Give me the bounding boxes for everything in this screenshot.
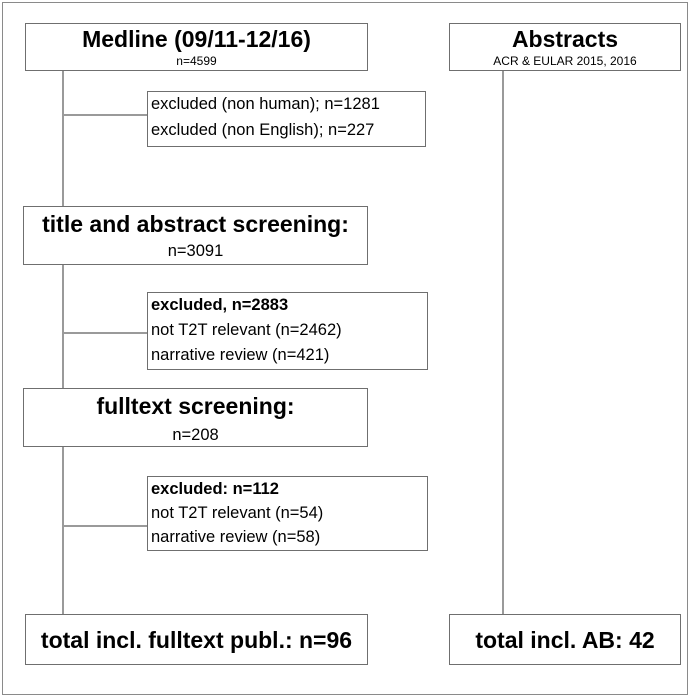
exclusion-2-line-1: not T2T relevant (n=2462)	[151, 321, 342, 339]
exclusion-3-line-2: narrative review (n=58)	[151, 528, 321, 546]
fulltext-title: fulltext screening:	[96, 393, 295, 419]
total-fulltext-label: total incl. fulltext publ.: n=96	[40, 627, 353, 653]
title-abstract-title: title and abstract screening:	[42, 211, 349, 237]
exclusion-box-1: excluded (non human); n=1281 excluded (n…	[147, 91, 426, 147]
connector-branch-3	[62, 525, 148, 527]
medline-title: Medline (09/11-12/16)	[82, 26, 311, 52]
connector-branch-1	[62, 114, 148, 116]
abstracts-title: Abstracts	[511, 26, 619, 52]
exclusion-1-line-1: excluded (non human); n=1281	[151, 95, 380, 113]
connector-main-1	[62, 71, 64, 206]
fulltext-count: n=208	[172, 426, 219, 444]
medline-box: Medline (09/11-12/16) n=4599	[25, 23, 368, 71]
total-ab-box: total incl. AB: 42	[449, 614, 681, 665]
exclusion-2-line-2: narrative review (n=421)	[151, 346, 330, 364]
title-abstract-count: n=3091	[167, 242, 224, 260]
exclusion-box-3: excluded: n=112 not T2T relevant (n=54) …	[147, 476, 428, 551]
exclusion-2-heading: excluded, n=2883	[151, 296, 289, 314]
title-abstract-box: title and abstract screening: n=3091	[23, 206, 368, 265]
exclusion-1-line-2: excluded (non English); n=227	[151, 121, 375, 139]
abstracts-box: Abstracts ACR & EULAR 2015, 2016	[449, 23, 681, 71]
connector-branch-2	[62, 332, 148, 334]
connector-main-3	[62, 447, 64, 614]
fulltext-box: fulltext screening: n=208	[23, 388, 368, 447]
medline-count: n=4599	[176, 54, 217, 68]
total-ab-label: total incl. AB: 42	[475, 627, 655, 653]
total-fulltext-box: total incl. fulltext publ.: n=96	[25, 614, 368, 665]
connector-abstracts	[502, 71, 504, 614]
exclusion-3-line-1: not T2T relevant (n=54)	[151, 504, 324, 522]
abstracts-subtitle: ACR & EULAR 2015, 2016	[493, 54, 637, 68]
exclusion-box-2: excluded, n=2883 not T2T relevant (n=246…	[147, 292, 428, 370]
connector-main-2	[62, 265, 64, 388]
exclusion-3-heading: excluded: n=112	[151, 480, 279, 498]
